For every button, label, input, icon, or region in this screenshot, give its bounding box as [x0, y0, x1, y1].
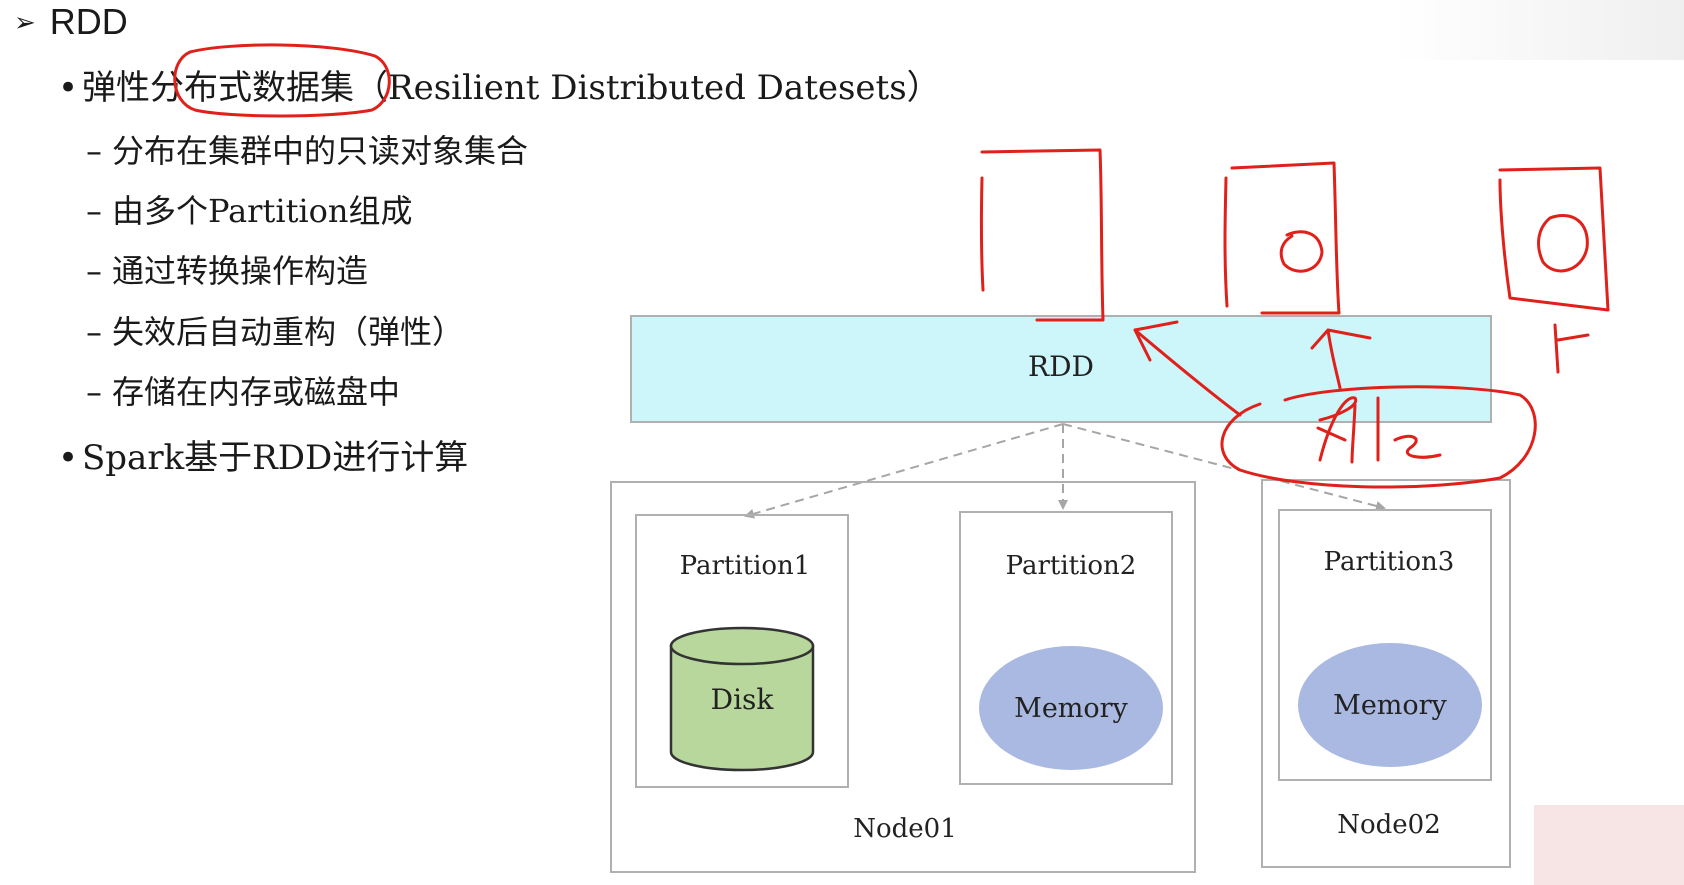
annotation-file-word: [1316, 396, 1442, 464]
annotation-tick: [1553, 323, 1590, 374]
disk-body: [669, 644, 815, 772]
annotation-block-2: [1223, 161, 1341, 315]
bullet-text: Spark基于RDD进行计算: [82, 438, 469, 478]
corner-video-overlay: [1534, 805, 1684, 885]
annotation-block-1: [979, 148, 1105, 322]
node01-box: [610, 481, 1196, 873]
partition3-box: [1278, 509, 1492, 781]
annotation-circle-file: [1220, 385, 1537, 489]
bullet-dot-icon: •: [58, 438, 79, 478]
bullet-item: •弹性分布式数据集（Resilient Distributed Datesets…: [58, 66, 941, 110]
annotation-arrow-left: [1133, 320, 1242, 417]
sub-item: –存储在内存或磁盘中: [86, 372, 400, 412]
memory-ellipse: [1298, 643, 1482, 767]
node02-box: [1261, 479, 1511, 868]
memory-label: Memory: [1014, 693, 1128, 724]
partition2-box: [959, 511, 1173, 785]
sub-item: –通过转换操作构造: [86, 251, 368, 291]
disk-top: [669, 626, 815, 666]
dash-bullet-icon: –: [86, 192, 102, 230]
video-watermark-area: [1394, 0, 1684, 60]
annotation-block-2-inner: [1279, 230, 1324, 273]
arrow-bullet-icon: ➢: [14, 7, 36, 37]
partition2-label: Partition2: [1006, 551, 1137, 581]
partition1-label: Partition1: [680, 551, 811, 581]
sub-item: –分布在集群中的只读对象集合: [86, 131, 528, 171]
rdd-bar: [630, 315, 1492, 423]
sub-item: –失效后自动重构（弹性）: [86, 312, 464, 352]
bullet-dot-icon: •: [58, 68, 79, 108]
disk-label: Disk: [711, 683, 775, 716]
rdd-label: RDD: [1028, 350, 1094, 383]
annotation-arrow-up: [1310, 328, 1372, 390]
dash-bullet-icon: –: [86, 252, 102, 290]
node01-label: Node01: [853, 814, 957, 844]
memory-ellipse: [979, 646, 1163, 770]
dash-bullet-icon: –: [86, 132, 102, 170]
slide-title: RDD: [49, 1, 128, 42]
connector-partition3: [1062, 423, 1386, 511]
memory-label: Memory: [1333, 690, 1447, 721]
bullet-text: 弹性分布式数据集（Resilient Distributed Datesets）: [82, 68, 941, 108]
sub-item-text: 存储在内存或磁盘中: [112, 373, 401, 411]
connector-partition1: [744, 423, 1064, 519]
sub-item-text: 通过转换操作构造: [112, 252, 369, 290]
partition1-box: [635, 514, 849, 788]
sub-item-text: 由多个Partition组成: [112, 192, 413, 230]
annotation-block-3-inner: [1537, 214, 1589, 273]
partition3-label: Partition3: [1324, 547, 1455, 577]
bullet-item: •Spark基于RDD进行计算: [58, 436, 468, 480]
sub-item-text: 失效后自动重构（弹性）: [112, 313, 465, 351]
handwritten-annotations: [173, 43, 1610, 489]
dash-bullet-icon: –: [86, 373, 102, 411]
annotation-block-3: [1498, 166, 1610, 312]
sub-item: –由多个Partition组成: [86, 191, 413, 231]
dash-bullet-icon: –: [86, 313, 102, 351]
node02-label: Node02: [1337, 810, 1441, 840]
sub-item-text: 分布在集群中的只读对象集合: [112, 132, 529, 170]
slide-heading: ➢ RDD: [14, 0, 128, 44]
